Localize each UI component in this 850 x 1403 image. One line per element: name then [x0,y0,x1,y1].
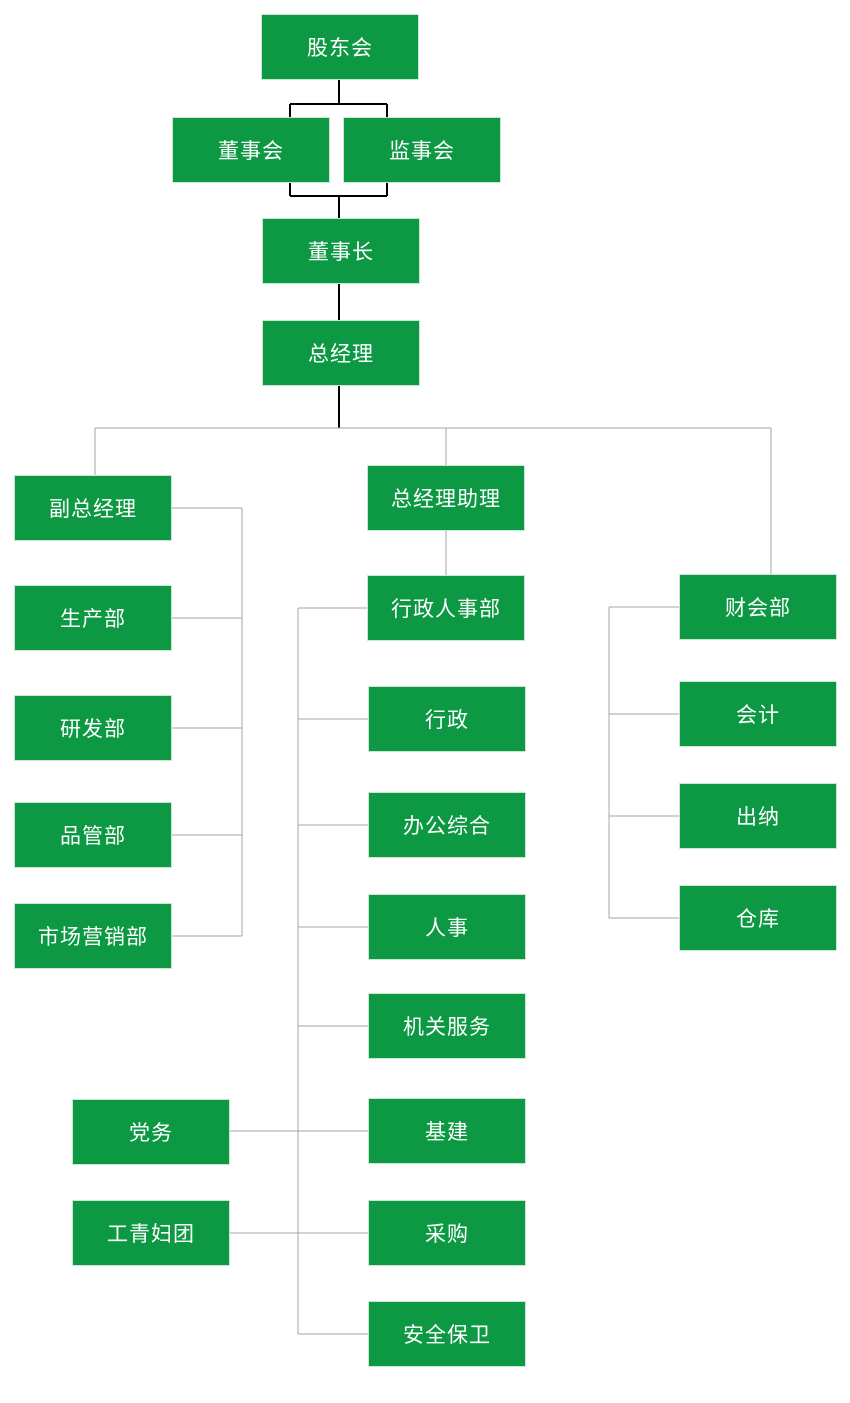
org-node-general-manager: 总经理 [262,320,420,386]
org-node-board: 董事会 [172,117,330,183]
org-node-rnd-dept: 研发部 [14,695,172,761]
org-node-warehouse: 仓库 [679,885,837,951]
org-node-chairman: 董事长 [262,218,420,284]
org-node-shareholders: 股东会 [261,14,419,80]
org-node-finance-dept: 财会部 [679,574,837,640]
org-node-cashier: 出纳 [679,783,837,849]
org-node-union-youth-women: 工青妇团 [72,1200,230,1266]
org-node-party-affairs: 党务 [72,1099,230,1165]
org-node-admin-hr-dept: 行政人事部 [367,575,525,641]
org-node-deputy-gm: 副总经理 [14,475,172,541]
connector-secondary-path [94,427,772,1335]
org-node-gm-assistant: 总经理助理 [367,465,525,531]
org-node-procurement: 采购 [368,1200,526,1266]
org-node-supervisors: 监事会 [343,117,501,183]
org-node-accounting: 会计 [679,681,837,747]
org-node-production-dept: 生产部 [14,585,172,651]
org-node-security: 安全保卫 [368,1301,526,1367]
org-node-agency-services: 机关服务 [368,993,526,1059]
org-node-office-general: 办公综合 [368,792,526,858]
org-node-infrastructure: 基建 [368,1098,526,1164]
org-node-quality-dept: 品管部 [14,802,172,868]
org-node-marketing-dept: 市场营销部 [14,903,172,969]
org-node-admin: 行政 [368,686,526,752]
org-node-hr: 人事 [368,894,526,960]
